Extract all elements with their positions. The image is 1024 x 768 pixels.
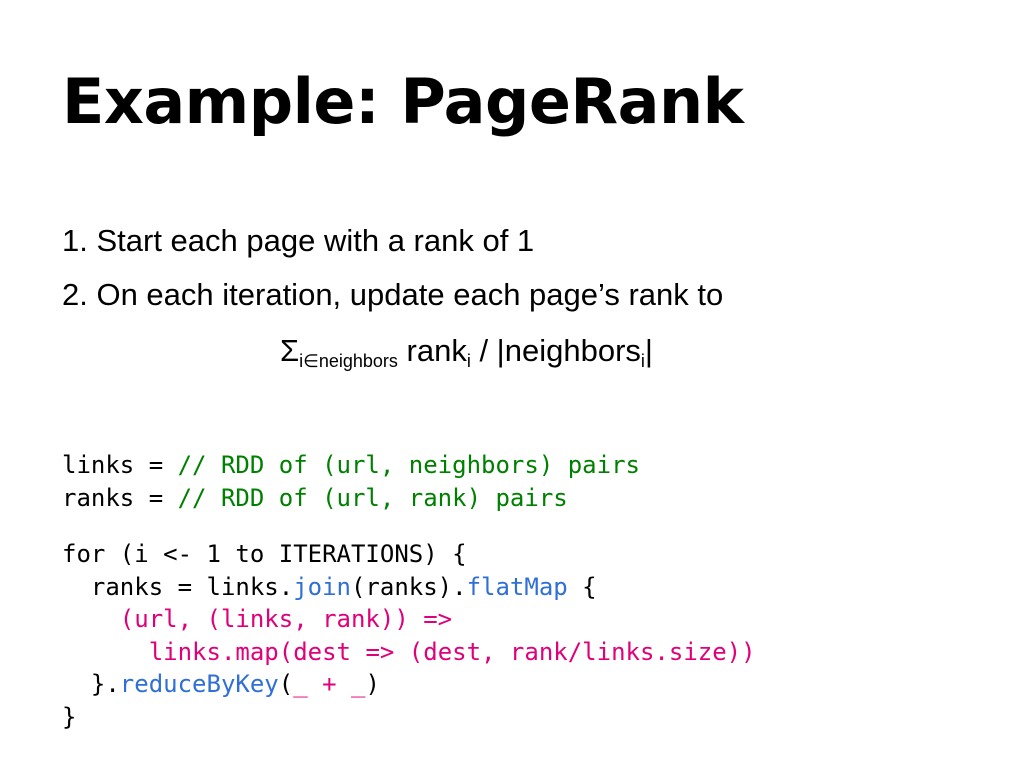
code-line-ranks-assign: ranks = links.join(ranks).flatMap {	[62, 571, 756, 604]
reduce-arguments: _ + _	[293, 670, 366, 698]
flatmap-method: flatMap	[466, 572, 568, 601]
slide-title: Example: PageRank	[62, 65, 744, 138]
code-line-for: for (i <- 1 to ITERATIONS) {	[62, 540, 467, 568]
code-line-lambda: (url, (links, rank)) =>	[62, 603, 756, 636]
lambda-indent	[62, 605, 120, 633]
code-block-loop: for (i <- 1 to ITERATIONS) { ranks = lin…	[62, 538, 756, 733]
ranks-assign: ranks = links.	[62, 572, 294, 601]
ranks-declaration: ranks =	[62, 483, 178, 512]
formula-end: |	[644, 333, 653, 368]
step-1-text: 1. Start each page with a rank of 1	[62, 223, 535, 258]
map-expression: links.map(dest => (dest, rank/links.size…	[148, 637, 756, 666]
flatmap-open-brace: {	[567, 572, 597, 601]
step-2-text: 2. On each iteration, update each page’s…	[62, 277, 724, 312]
code-line-ranks: ranks = // RDD of (url, rank) pairs	[62, 482, 640, 515]
join-method: join	[293, 572, 351, 601]
code-line-reduce: }.reduceByKey(_ + _)	[62, 668, 756, 701]
links-comment: // RDD of (url, neighbors) pairs	[177, 451, 640, 479]
reduce-open-paren: (	[278, 670, 294, 698]
code-line-final-brace: }	[62, 702, 77, 731]
code-line-map: links.map(dest => (dest, rank/links.size…	[62, 636, 756, 669]
reduce-close-paren: )	[365, 670, 380, 698]
sigma-symbol: Σ	[280, 333, 300, 368]
code-block-declarations: links = // RDD of (url, neighbors) pairs…	[62, 449, 640, 514]
sigma-subscript: i∈neighbors	[299, 351, 398, 371]
rank-formula: Σi∈neighbors ranki / |neighborsi|	[280, 332, 653, 371]
reduce-prefix: }.	[62, 670, 120, 698]
code-line-links: links = // RDD of (url, neighbors) pairs	[62, 449, 640, 482]
reducebykey-method: reduceByKey	[119, 670, 279, 698]
join-argument: (ranks).	[350, 572, 467, 601]
map-indent	[62, 638, 149, 666]
ranks-comment: // RDD of (url, rank) pairs	[177, 483, 568, 512]
formula-neighbors: / |neighbors	[470, 333, 641, 368]
neighbors-subscript: i	[640, 351, 645, 371]
lambda-signature: (url, (links, rank)) =>	[119, 605, 453, 633]
links-declaration: links =	[62, 451, 178, 479]
rank-subscript: i	[466, 351, 471, 371]
formula-rank: rank	[397, 333, 467, 368]
